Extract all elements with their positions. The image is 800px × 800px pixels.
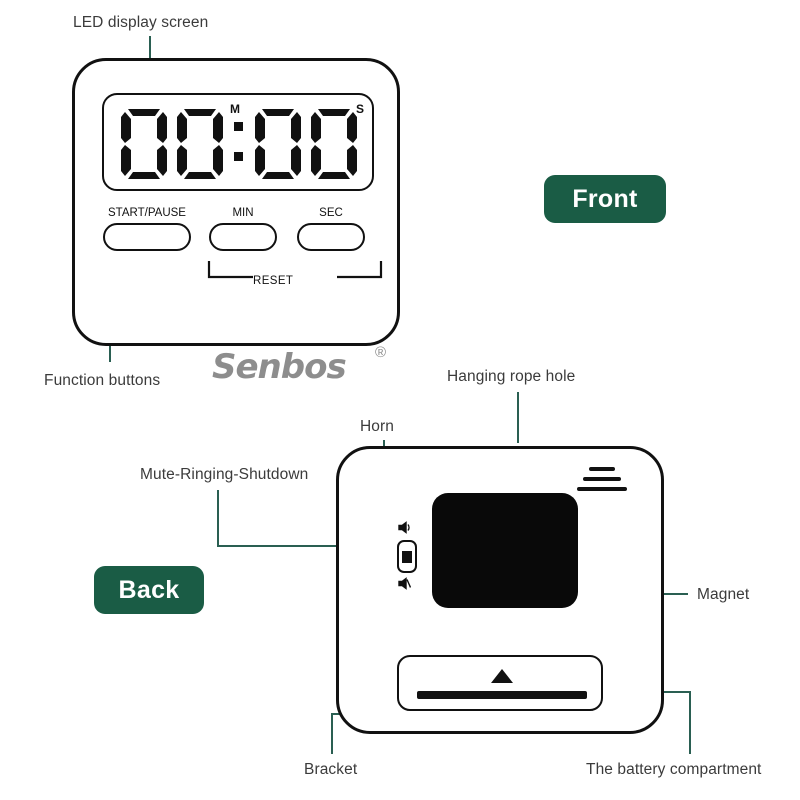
- lcd-digit-2: [177, 109, 223, 179]
- switch-knob: [402, 551, 412, 563]
- lcd-colon-bottom: [234, 152, 243, 161]
- led-display-screen: M S: [102, 93, 374, 191]
- label-horn: Horn: [360, 418, 394, 435]
- lcd-digit-1: [121, 109, 167, 179]
- label-magnet: Magnet: [697, 586, 750, 603]
- label-bracket: Bracket: [304, 761, 358, 778]
- horn-grille-line-2: [583, 477, 621, 481]
- function-buttons-row: START/PAUSE MIN SEC: [97, 207, 383, 253]
- label-hanging-rope-hole: Hanging rope hole: [447, 368, 576, 385]
- front-badge: Front: [544, 175, 666, 223]
- front-device-body: M S START/PAUSE MIN SEC RESET Senbos ®: [72, 58, 400, 387]
- reset-bracket: [207, 261, 383, 279]
- battery-door-arrow-icon: [491, 669, 513, 683]
- min-button[interactable]: [209, 223, 277, 251]
- battery-compartment-door[interactable]: [397, 655, 603, 711]
- horn-grille-line-1: [589, 467, 615, 471]
- mute-ringing-shutdown-switch[interactable]: [397, 540, 417, 573]
- speaker-muted-icon: [397, 577, 412, 592]
- sec-button-label: SEC: [319, 207, 343, 219]
- label-battery-compartment: The battery compartment: [586, 761, 762, 778]
- label-led-display-screen: LED display screen: [73, 14, 209, 31]
- hole-top-mask: [470, 443, 548, 448]
- magnet-pad: [432, 493, 578, 608]
- brand-registered-mark: ®: [375, 344, 387, 361]
- sec-button[interactable]: [297, 223, 365, 251]
- back-badge: Back: [94, 566, 204, 614]
- lcd-colon-top: [234, 122, 243, 131]
- speaker-on-icon: [397, 521, 411, 536]
- label-mute-ringing-shutdown: Mute-Ringing-Shutdown: [140, 466, 309, 483]
- lcd-minutes-unit: M: [230, 102, 240, 116]
- lcd-seconds-unit: S: [356, 102, 365, 116]
- battery-door-grip-bar: [417, 691, 587, 699]
- brand-logo: Senbos: [212, 347, 347, 387]
- start-pause-button-label: START/PAUSE: [108, 207, 186, 219]
- label-function-buttons: Function buttons: [44, 372, 161, 389]
- lcd-digit-4: [311, 109, 357, 179]
- reset-label: RESET: [253, 275, 294, 287]
- start-pause-button[interactable]: [103, 223, 191, 251]
- horn-grille-line-3: [577, 487, 627, 491]
- lcd-digit-3: [255, 109, 301, 179]
- back-device-body: [336, 446, 664, 734]
- min-button-label: MIN: [232, 207, 254, 219]
